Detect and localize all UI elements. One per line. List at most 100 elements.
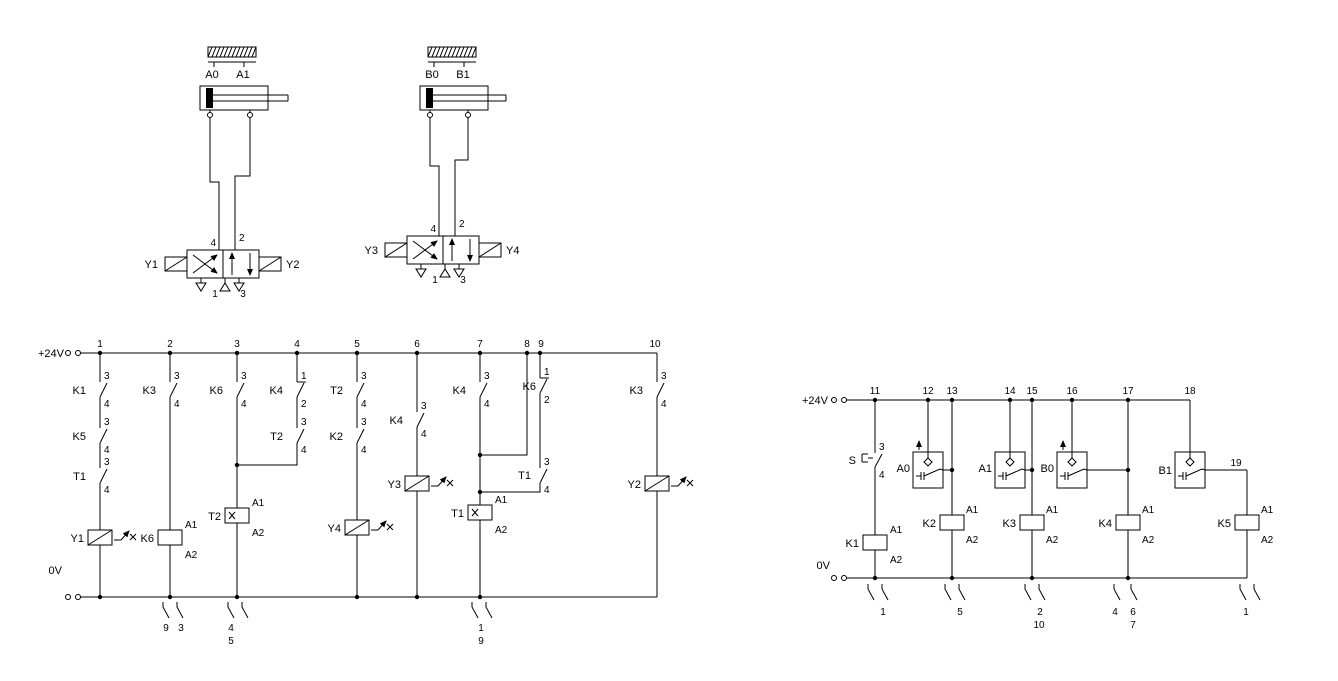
column-number: 8 — [524, 339, 530, 350]
proximity-sensor-a0[interactable] — [912, 440, 944, 489]
port-b-left — [427, 112, 433, 118]
terminal-label: 3 — [301, 417, 307, 428]
solenoid-label-y1: Y1 — [145, 259, 158, 271]
valve-solenoid-coil-y3[interactable] — [404, 475, 454, 492]
ladder-right: +24V 0V 11 12 13 14 15 16 17 18 — [802, 386, 1274, 631]
relay-coil-k5[interactable] — [1234, 514, 1260, 531]
port-a-right — [247, 112, 253, 118]
contact-label-k4: K4 — [270, 385, 283, 397]
relay-coil-k6[interactable] — [157, 529, 183, 546]
position-label-b0: B0 — [425, 69, 438, 81]
position-label-b1: B1 — [456, 69, 469, 81]
sensor-label-b0: B0 — [1041, 463, 1054, 475]
exhaust-3 — [233, 278, 245, 292]
relay-coil-k2[interactable] — [939, 514, 965, 531]
terminal-label: 4 — [104, 445, 110, 456]
ground-label: 0V — [817, 560, 831, 572]
xref-number: 3 — [178, 623, 184, 634]
column-number: 18 — [1184, 386, 1196, 397]
terminal-label: A2 — [890, 555, 903, 566]
proximity-sensor-b1[interactable] — [1174, 451, 1206, 489]
pneumatic-section: A0 A1 — [145, 46, 520, 300]
coil-label-y3: Y3 — [388, 479, 401, 491]
ground-terminal — [831, 575, 837, 581]
valve-a[interactable]: Y1 Y2 4 2 1 3 — [145, 233, 300, 300]
terminal-label: 4 — [421, 429, 427, 440]
terminal-label: A1 — [1261, 505, 1274, 516]
solenoid-y1[interactable] — [164, 256, 188, 272]
column-number: 4 — [294, 339, 300, 350]
terminal-label: 3 — [104, 371, 110, 382]
contact-label-k4: K4 — [453, 385, 466, 397]
cylinder-b[interactable] — [419, 85, 507, 118]
terminal-label: 4 — [104, 399, 110, 410]
column-number: 11 — [870, 386, 881, 397]
relay-coil-k4[interactable] — [1115, 514, 1141, 531]
ground-label: 0V — [49, 565, 63, 577]
contact-xref-t2: 4 5 — [227, 602, 249, 647]
port-label-3: 3 — [240, 289, 246, 300]
contact-label-k6: K6 — [210, 385, 223, 397]
valve-solenoid-coil-y2[interactable] — [644, 475, 694, 492]
column-numbers: 1 2 3 4 5 6 7 8 9 10 — [97, 339, 661, 350]
coil-label-k1: K1 — [846, 538, 859, 550]
coil-label-k6: K6 — [141, 533, 154, 545]
proximity-sensor-a1[interactable] — [994, 451, 1026, 489]
proximity-sensor-b0[interactable] — [1056, 440, 1088, 489]
column-numbers: 11 12 13 14 15 16 17 18 — [870, 386, 1196, 397]
terminal-label: A1 — [185, 520, 198, 531]
timer-coil-t2[interactable] — [224, 507, 250, 524]
terminal-label: 4 — [301, 445, 307, 456]
exhaust-3 — [453, 264, 465, 278]
terminal-label: 4 — [361, 399, 367, 410]
ground-terminal — [75, 594, 81, 600]
relay-coil-k1[interactable] — [862, 534, 888, 551]
contact-label-k3: K3 — [143, 385, 156, 397]
coil-label-t2: T2 — [208, 511, 221, 523]
timer-coil-t1[interactable] — [467, 504, 493, 521]
rung-8 — [480, 353, 528, 456]
column-number: 10 — [649, 339, 661, 350]
port-label-1: 1 — [432, 275, 438, 286]
tube-a — [209, 117, 251, 250]
port-a-left — [207, 112, 213, 118]
cylinder-a[interactable] — [199, 85, 289, 118]
terminal-label: A1 — [890, 525, 903, 536]
solenoid-y2[interactable] — [258, 256, 282, 272]
contact-label-t1: T1 — [73, 471, 86, 483]
position-label-a1: A1 — [236, 69, 249, 81]
relay-coil-k3[interactable] — [1019, 514, 1045, 531]
terminal-label: 4 — [104, 485, 110, 496]
supply-label: +24V — [802, 395, 829, 407]
exhaust-5 — [415, 264, 427, 278]
xref-number: 4 — [1112, 607, 1118, 618]
port-label-4: 4 — [430, 224, 436, 235]
sensor-label-a0: A0 — [897, 463, 910, 475]
valve-solenoid-coil-y1[interactable] — [87, 529, 137, 546]
terminal-label: 3 — [361, 371, 367, 382]
terminal-label: 3 — [104, 457, 110, 468]
port-label-4: 4 — [210, 238, 216, 249]
valve-solenoid-coil-y4[interactable] — [344, 519, 394, 536]
terminal-label: 1 — [301, 371, 307, 382]
ruler-a[interactable]: A0 A1 — [205, 46, 257, 81]
terminal-label: 4 — [879, 470, 885, 481]
column-number: 13 — [946, 386, 958, 397]
column-number: 15 — [1026, 386, 1038, 397]
coil-label-k3: K3 — [1003, 518, 1016, 530]
ruler-b[interactable]: B0 B1 — [425, 46, 477, 81]
column-number: 7 — [477, 339, 483, 350]
column-number: 1 — [97, 339, 103, 350]
contact-label-t2: T2 — [270, 431, 283, 443]
terminal-label: 3 — [484, 371, 490, 382]
solenoid-y3[interactable] — [384, 242, 408, 258]
terminal-label: A2 — [966, 535, 979, 546]
pushbutton-s[interactable] — [861, 453, 873, 463]
switch-label-s: S — [849, 455, 856, 467]
terminal-label: 2 — [544, 395, 550, 406]
valve-b[interactable]: Y3 Y4 4 2 1 3 — [365, 219, 520, 286]
port-label-1: 1 — [212, 289, 218, 300]
rung-14-15: A1 K3 A1 A2 2 10 — [979, 400, 1059, 631]
solenoid-y4[interactable] — [478, 242, 502, 258]
terminal-label: A2 — [1142, 535, 1155, 546]
